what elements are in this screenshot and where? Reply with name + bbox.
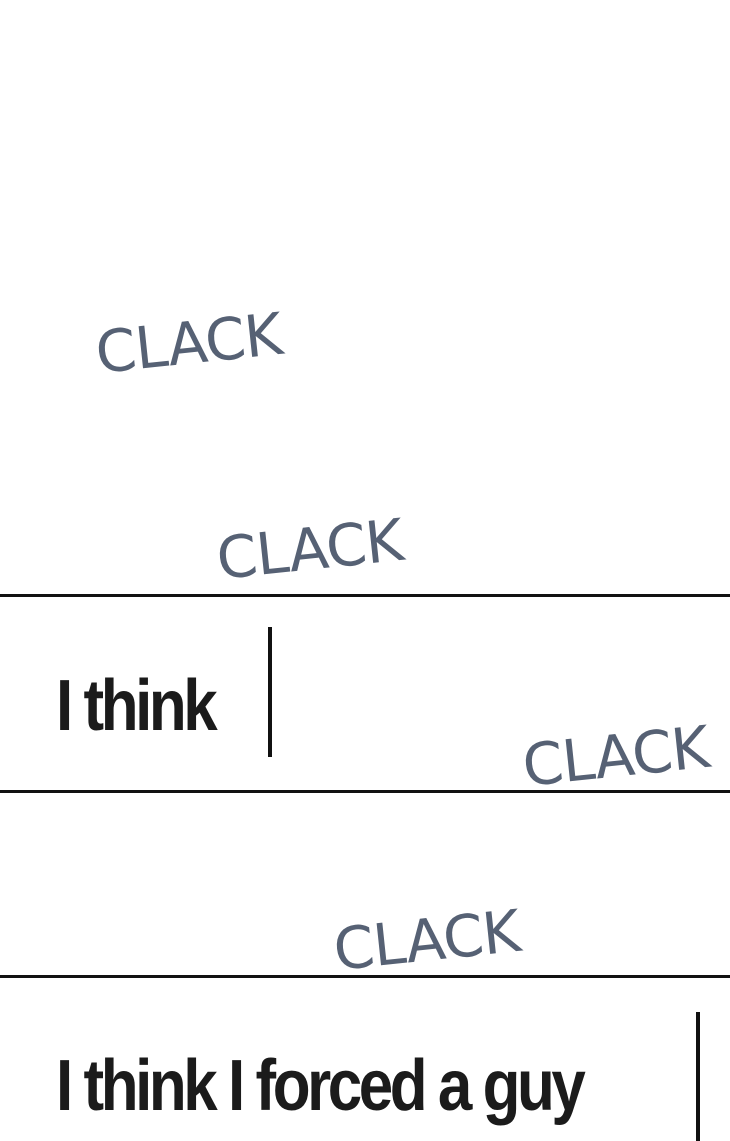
sound-effect: CLACK — [329, 895, 524, 985]
typed-text-line: I think — [56, 666, 218, 746]
divider-line — [0, 790, 730, 793]
sound-effect: CLACK — [518, 711, 713, 801]
text-cursor — [696, 1012, 700, 1141]
divider-line — [0, 594, 730, 597]
sound-effect: CLACK — [212, 504, 407, 594]
sound-effect: CLACK — [91, 298, 286, 388]
text-cursor — [268, 627, 272, 757]
divider-line — [0, 975, 730, 978]
typed-text-line: I think I forced a guy — [56, 1046, 586, 1126]
